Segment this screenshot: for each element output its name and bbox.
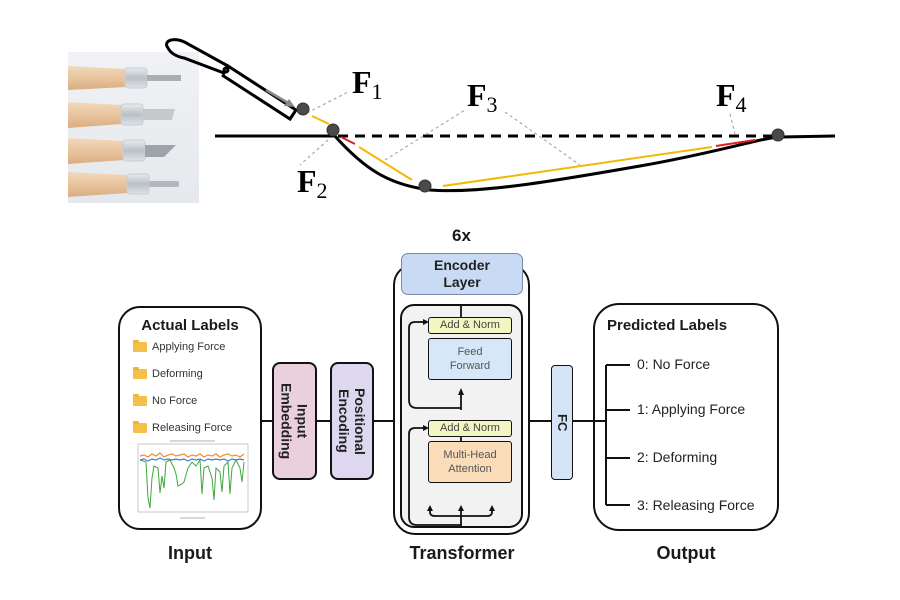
predicted-labels-title: Predicted Labels	[607, 317, 728, 334]
actual-label-item: Applying Force	[133, 340, 260, 354]
transformer-caption: Transformer	[409, 543, 515, 563]
chisels-illustration	[68, 66, 181, 197]
positional-encoding-label: Positional Encoding	[336, 387, 368, 455]
force-segment-f1	[311, 115, 330, 125]
actual-label-item: No Force	[133, 394, 260, 408]
output-fanout-lines	[593, 364, 630, 506]
folder-icon	[133, 367, 147, 379]
chisel-4	[68, 172, 179, 197]
thumbnail-series-green	[139, 458, 245, 509]
force-label-f3: F3	[467, 77, 498, 117]
feed-forward-block: Feed Forward	[428, 338, 512, 380]
chisel-3	[68, 138, 176, 164]
predicted-label-item: 2: Deforming	[637, 449, 718, 465]
input-embedding-label: Input Embedding	[278, 382, 311, 460]
add-norm-top-block: Add & Norm	[428, 317, 512, 334]
contact-point-3	[418, 179, 432, 193]
chisel-photo	[68, 52, 199, 203]
actual-labels-list: Applying Force Deforming No Force Releas…	[133, 340, 260, 435]
sensor-time-series-thumbnail	[130, 438, 252, 522]
folder-icon	[133, 421, 147, 433]
leader-lines	[299, 91, 736, 166]
input-embedding-block: Input Embedding	[272, 362, 317, 480]
fc-label: FC	[555, 413, 570, 432]
output-caption: Output	[656, 543, 716, 563]
output-box: Predicted Labels	[593, 303, 779, 531]
force-segment-f4	[715, 139, 756, 147]
actual-label-item: Releasing Force	[133, 421, 260, 435]
actual-label-item: Deforming	[133, 367, 260, 381]
force-label-f4: F4	[716, 77, 747, 117]
carving-force-diagram	[165, 38, 836, 193]
add-norm-bottom-block: Add & Norm	[428, 420, 512, 437]
predicted-label-item: 3: Releasing Force	[637, 497, 755, 513]
force-label-f1: F1	[352, 64, 383, 104]
contact-point-4	[771, 128, 785, 142]
thumbnail-series-blue	[139, 457, 245, 462]
chisel-1	[68, 66, 181, 90]
contact-point-2	[326, 123, 340, 137]
encoder-residual-connections	[408, 305, 495, 528]
contact-point-1	[296, 102, 310, 116]
thumbnail-series-orange	[139, 452, 245, 458]
positional-encoding-block: Positional Encoding	[330, 362, 374, 480]
input-caption: Input	[168, 543, 212, 563]
chisel-2	[68, 102, 175, 128]
force-label-f2: F2	[297, 163, 328, 203]
predicted-label-item: 0: No Force	[637, 356, 711, 372]
motion-arrow-icon	[265, 88, 295, 107]
input-box: Actual Labels Applying Force Deforming N…	[118, 306, 262, 530]
predicted-label-item: 1: Applying Force	[637, 401, 746, 417]
carved-groove-curve	[332, 134, 836, 193]
folder-icon	[133, 340, 147, 352]
actual-labels-title: Actual Labels	[141, 317, 239, 334]
force-segment-f2	[340, 136, 356, 145]
multi-head-attention-block: Multi-Head Attention	[428, 441, 512, 483]
chisel-tool-icon	[165, 38, 299, 122]
force-segment-f3	[358, 146, 713, 187]
fc-layer-block: FC	[551, 365, 573, 480]
folder-icon	[133, 394, 147, 406]
encoder-layer-header: Encoder Layer	[401, 253, 523, 295]
repeat-count-label: 6x	[452, 226, 471, 245]
